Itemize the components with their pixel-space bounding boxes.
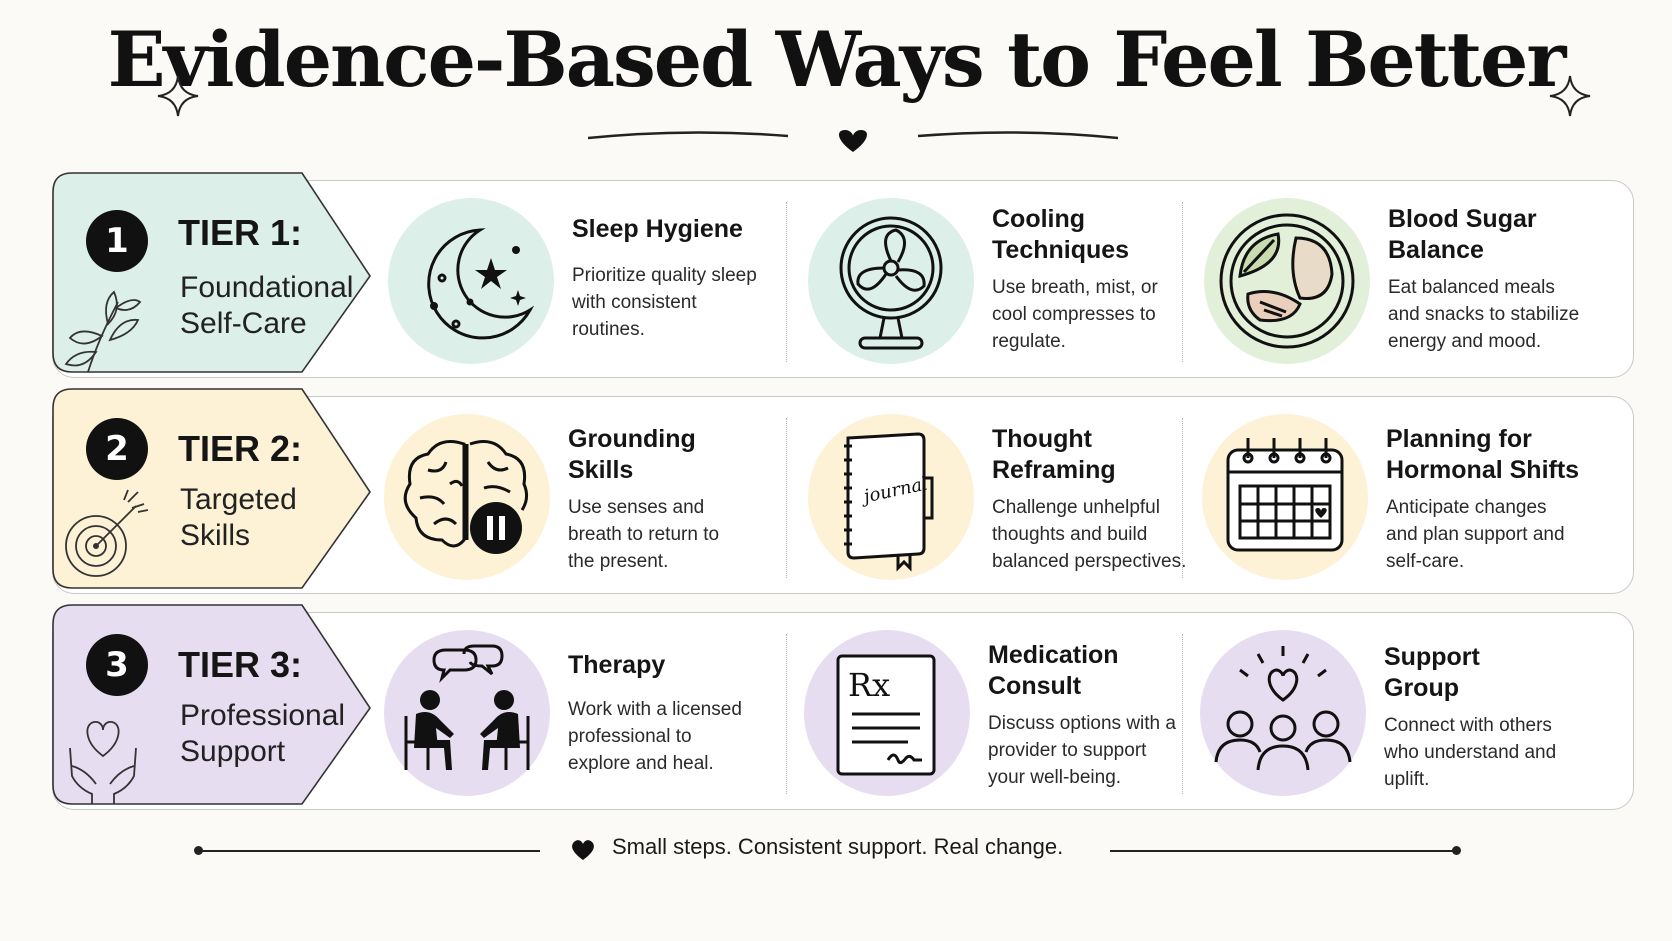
item-icon-circle — [808, 198, 974, 364]
leaf-sprig-icon — [64, 290, 142, 373]
fan-icon — [839, 216, 943, 350]
item-description: Eat balanced meals and snacks to stabili… — [1388, 277, 1580, 352]
item-title: Medication Consult — [988, 641, 1119, 700]
heart-icon — [572, 840, 594, 860]
item-description: Challenge unhelpful thoughts and build b… — [992, 497, 1187, 572]
sparkle-icon — [1549, 75, 1591, 117]
calendar-heart-icon — [1226, 438, 1344, 552]
tier-1-row: 1 TIER 1: Foundational Self-Care — [52, 172, 1636, 382]
divider — [1182, 634, 1183, 794]
tier-subtitle-line: Skills — [180, 519, 251, 552]
item-description: Work with a licensed professional to exp… — [568, 699, 742, 774]
tier-subtitle: Foundational Self-Care — [180, 270, 380, 342]
divider — [786, 418, 787, 578]
footer-line-left — [200, 850, 540, 852]
item-icon-circle — [1202, 414, 1368, 580]
item-medication-consult: Rx Medication Consult Discuss options wi… — [804, 620, 1184, 810]
journal-icon: journal — [844, 432, 934, 572]
footer-tagline: Small steps. Consistent support. Real ch… — [612, 834, 1064, 859]
tier-number: 1 — [86, 210, 148, 272]
prescription-icon: Rx — [836, 654, 936, 776]
brain-pause-icon — [403, 440, 529, 554]
divider — [1182, 418, 1183, 578]
moon-stars-icon — [427, 228, 535, 340]
tier-number: 2 — [86, 418, 148, 480]
item-description: Anticipate changes and plan support and … — [1386, 497, 1565, 572]
tier-subtitle: Professional Support — [180, 698, 380, 770]
footer-line-right — [1110, 850, 1456, 852]
item-title: Planning for Hormonal Shifts — [1386, 425, 1580, 484]
item-grounding-skills: Grounding Skills Use senses and breath t… — [384, 404, 744, 594]
footer: Small steps. Consistent support. Real ch… — [0, 830, 1672, 870]
tier-3-row: 3 TIER 3: Professional Support — [52, 604, 1636, 814]
item-description: Use breath, mist, or cool compresses to … — [992, 277, 1158, 352]
item-sleep-hygiene: Sleep Hygiene Prioritize quality sleep w… — [388, 188, 757, 378]
divider — [786, 202, 787, 362]
item-planning-hormonal-shifts: Planning for Hormonal Shifts Anticipate … — [1202, 404, 1602, 594]
rx-text: Rx — [848, 666, 890, 704]
hands-heart-icon — [69, 720, 137, 804]
tier-subtitle-line: Professional — [180, 699, 346, 732]
item-title: Blood Sugar Balance — [1388, 205, 1537, 264]
divider — [786, 634, 787, 794]
tier-label: TIER 3: — [178, 644, 303, 685]
footer-dot — [1452, 846, 1461, 855]
tier-subtitle-line: Foundational — [180, 271, 354, 304]
item-title: Sleep Hygiene — [572, 215, 743, 243]
sparkle-icon — [157, 75, 199, 117]
balanced-plate-icon — [1219, 213, 1355, 349]
item-description: Connect with others who understand and u… — [1384, 715, 1557, 790]
item-icon-circle — [384, 630, 550, 796]
item-description: Prioritize quality sleep with consistent… — [572, 265, 757, 340]
item-cooling-techniques: Cooling Techniques Use breath, mist, or … — [808, 188, 1188, 378]
item-title: Grounding Skills — [568, 425, 696, 484]
item-title: Support Group — [1384, 643, 1480, 702]
item-blood-sugar-balance: Blood Sugar Balance Eat balanced meals a… — [1204, 188, 1604, 378]
item-thought-reframing: journal Thought Reframing Challenge unhe… — [808, 404, 1188, 594]
item-description: Use senses and breath to return to the p… — [568, 497, 720, 572]
item-title: Therapy — [568, 651, 666, 679]
tier-label: TIER 2: — [178, 428, 303, 469]
item-icon-circle — [1204, 198, 1370, 364]
target-arrow-icon — [65, 489, 148, 577]
tier-2-row: 2 TIER 2: Targeted Skills — [52, 388, 1636, 598]
page-title: Evidence-Based Ways to Feel Better — [107, 15, 1567, 104]
item-title: Thought Reframing — [992, 425, 1116, 484]
item-therapy: Therapy Work with a licensed professiona… — [384, 620, 744, 810]
item-icon-circle: Rx — [804, 630, 970, 796]
item-description: Discuss options with a provider to suppo… — [988, 713, 1176, 788]
item-support-group: Support Group Connect with others who un… — [1200, 620, 1600, 810]
item-icon-circle: journal — [808, 414, 974, 580]
therapy-chat-icon — [404, 644, 530, 770]
support-group-icon — [1214, 646, 1352, 771]
tier-subtitle-line: Self-Care — [180, 307, 307, 340]
tier-subtitle-line: Support — [180, 735, 286, 768]
title-area: Evidence-Based Ways to Feel Better — [0, 22, 1672, 98]
item-title: Cooling Techniques — [992, 205, 1130, 264]
tier-subtitle-line: Targeted — [180, 483, 297, 516]
title-underline-heart-icon — [588, 130, 1118, 152]
tier-subtitle: Targeted Skills — [180, 482, 380, 554]
item-icon-circle — [388, 198, 554, 364]
tier-label: TIER 1: — [178, 212, 303, 253]
item-icon-circle — [384, 414, 550, 580]
item-icon-circle — [1200, 630, 1366, 796]
footer-dot — [194, 846, 203, 855]
divider — [1182, 202, 1183, 362]
tier-number: 3 — [86, 634, 148, 696]
